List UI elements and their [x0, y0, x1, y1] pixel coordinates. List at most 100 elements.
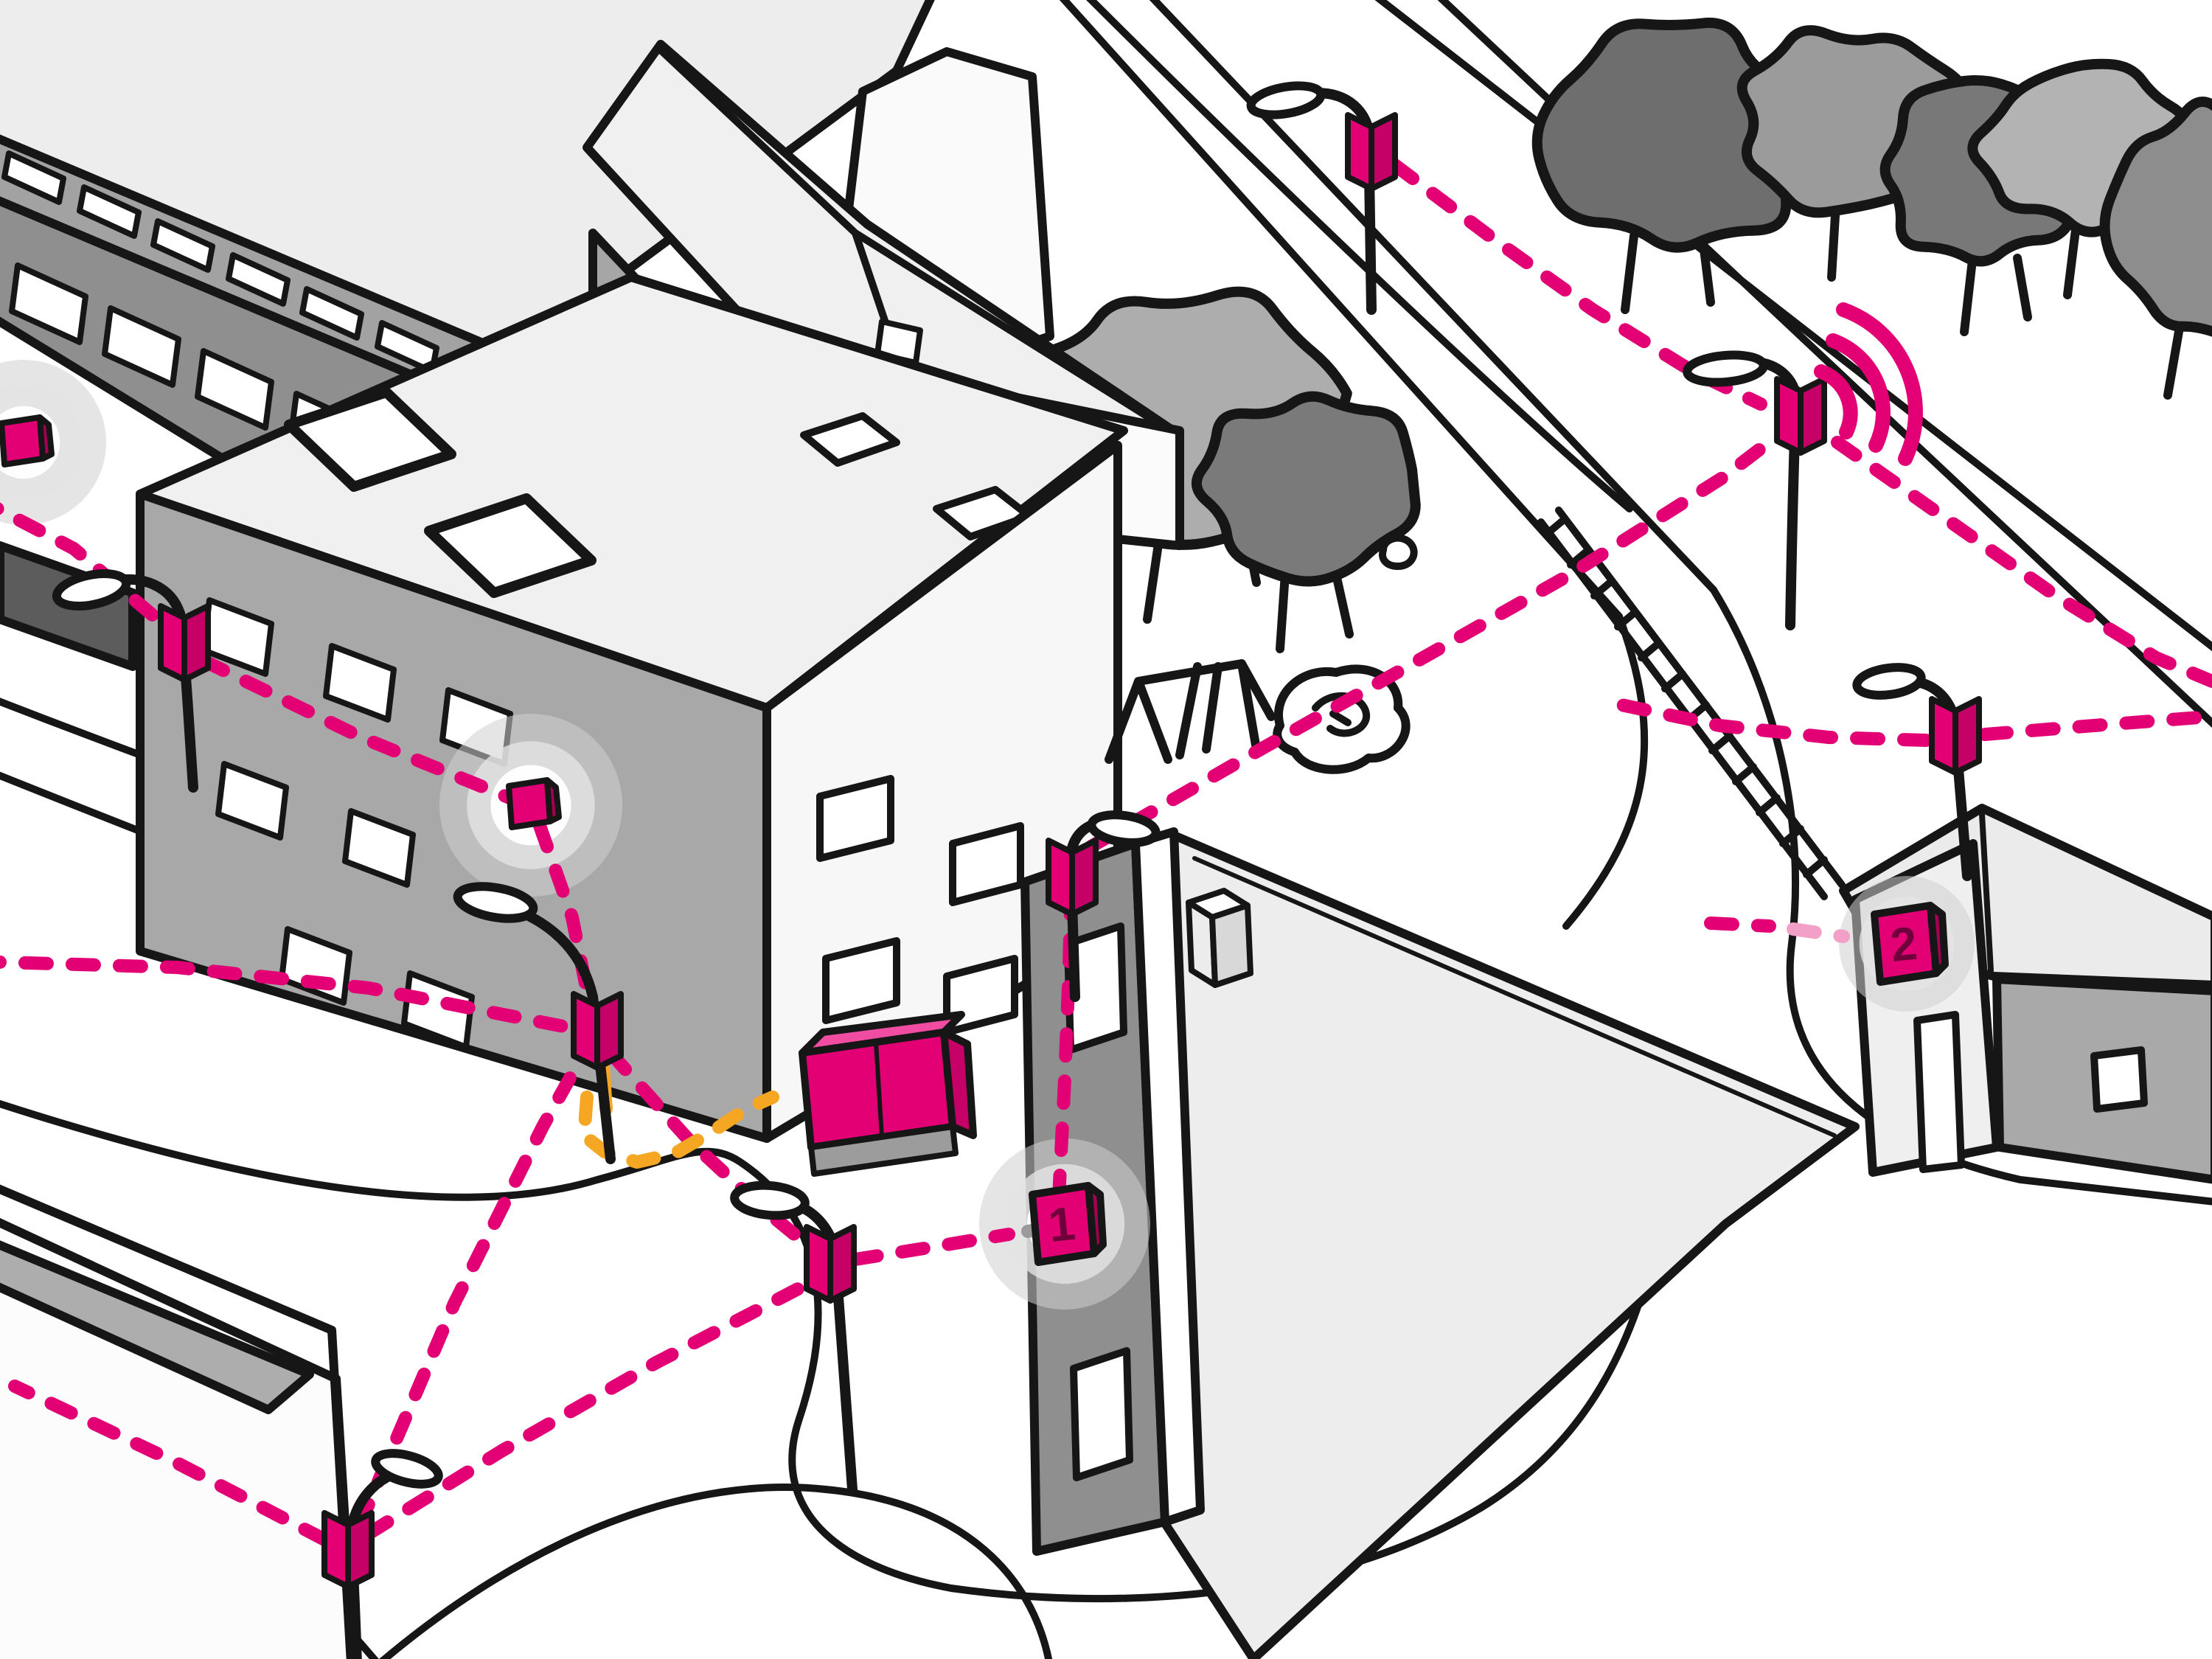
- wifi-signal-arc: [1826, 333, 1891, 453]
- apartment-window: [949, 822, 1024, 906]
- wall-device-b: [506, 777, 562, 830]
- road-bottom-curve-2: [379, 1484, 1053, 1659]
- lamp-head: [371, 1449, 443, 1489]
- lamp-node-left: [804, 1224, 833, 1304]
- mesh-link: [353, 1046, 591, 1531]
- apartment-dormer: [800, 412, 900, 467]
- lamp-head: [453, 882, 538, 923]
- office-window: [102, 305, 181, 388]
- lamp-node-right: [1798, 376, 1827, 456]
- office-window: [9, 262, 88, 345]
- wifi-signal-arc: [1814, 364, 1858, 439]
- long-building-roof-line: [1192, 856, 1837, 1138]
- device-front: [0, 414, 46, 467]
- mesh-link: [1085, 433, 1779, 853]
- office-window-slit: [226, 252, 291, 307]
- tree-topright-light-trunk: [2063, 220, 2081, 299]
- mesh-link: [0, 502, 175, 635]
- street-lamp: [1852, 663, 1982, 881]
- road-main-sidewalk: [1086, 0, 1633, 512]
- house-2-door: [1913, 1011, 1965, 1173]
- apartment-window: [215, 761, 289, 841]
- mesh-link: [1978, 710, 2212, 741]
- playground: [1105, 659, 1276, 764]
- road-main-edge-1: [1059, 0, 1623, 620]
- lamp-head: [730, 1180, 810, 1220]
- road-main-edge-2: [1149, 0, 1717, 594]
- tree-topright-dark-2-trunk: [1960, 249, 1978, 336]
- lamp-node-left: [571, 991, 600, 1071]
- tree-topright-dark-trunk: [1699, 239, 1715, 307]
- street-lamp: [730, 1180, 858, 1495]
- device-side: [37, 414, 55, 462]
- apartment-window: [822, 937, 900, 1024]
- street-lamp: [52, 569, 211, 793]
- shrub-ring: [1379, 534, 1418, 570]
- wifi-signal-arc: [1836, 302, 1923, 466]
- mesh-link-faded: [1787, 922, 1850, 943]
- apartment-skylight: [424, 493, 597, 598]
- tree-center-dark: [1191, 391, 1421, 587]
- lamp-node-right: [1368, 112, 1398, 192]
- mesh-link: [8, 1380, 331, 1546]
- lamp-node-right: [594, 991, 624, 1071]
- device-front: [506, 777, 553, 830]
- street-lamp-wifi: [1683, 350, 1827, 630]
- repeater-2: 2: [1871, 902, 1949, 986]
- wall-device-a: [0, 414, 55, 467]
- lamp-head: [52, 569, 131, 611]
- chimney-side: [1209, 902, 1253, 988]
- gabled-house-trim: [1131, 827, 1205, 1526]
- apartment-window: [342, 808, 416, 888]
- street-lamp: [321, 1449, 443, 1659]
- mesh-link: [1601, 695, 1933, 747]
- lamp-node-right: [827, 1224, 857, 1304]
- lamp-node-right: [1069, 838, 1099, 917]
- wifi-layer: [1814, 302, 1923, 466]
- street-lamp: [1046, 810, 1161, 1002]
- device-label: 2: [1888, 917, 1920, 972]
- lamp-node-left: [1929, 696, 1958, 776]
- lamp-arm: [514, 906, 598, 1002]
- office-window-slit: [150, 218, 215, 273]
- street-lamp: [1246, 81, 1398, 315]
- mesh-link: [604, 1046, 821, 1257]
- lamp-head: [1683, 350, 1768, 387]
- street-lamps-layer: [52, 81, 1982, 1659]
- device-side: [1085, 1182, 1107, 1257]
- lamp-node-left: [321, 1510, 351, 1590]
- lamp-node-left: [1046, 838, 1075, 917]
- mesh-link: [849, 1228, 1015, 1266]
- house-2-roof-line: [1979, 811, 1994, 973]
- lamp-node-right: [345, 1510, 375, 1590]
- lamp-head: [1087, 810, 1161, 847]
- lamp-node-left: [1345, 112, 1374, 192]
- tree-right-edge: [2099, 97, 2212, 337]
- office-window-slit: [299, 286, 364, 341]
- apartment-window: [323, 643, 397, 723]
- office-window-slit: [77, 184, 142, 239]
- lamp-node-left: [1774, 376, 1804, 456]
- office-window-slit: [1, 150, 66, 205]
- garden-fence: [1537, 507, 1846, 900]
- device-label: 1: [1046, 1197, 1078, 1252]
- device-side: [544, 777, 562, 824]
- lamp-node-right: [1952, 696, 1982, 776]
- mesh-link: [1831, 436, 2212, 688]
- mesh-link: [197, 654, 520, 806]
- mesh-link: [362, 1279, 810, 1540]
- mesh-link: [0, 955, 570, 1033]
- street-cabinet: [799, 1011, 977, 1177]
- gabled-house-window: [1070, 1347, 1133, 1481]
- apartment-skylight: [284, 387, 456, 492]
- repeater-1: 1: [1029, 1182, 1107, 1266]
- road-upper-edge-2: [1437, 0, 2212, 728]
- road-fork-west: [1562, 613, 1649, 930]
- lamp-node-left: [158, 603, 187, 683]
- street-lamp: [453, 882, 624, 1164]
- lamp-head: [1246, 81, 1326, 119]
- mesh-link: [1704, 917, 1776, 933]
- tree-topright-dark-2-trunk: [2013, 254, 2032, 321]
